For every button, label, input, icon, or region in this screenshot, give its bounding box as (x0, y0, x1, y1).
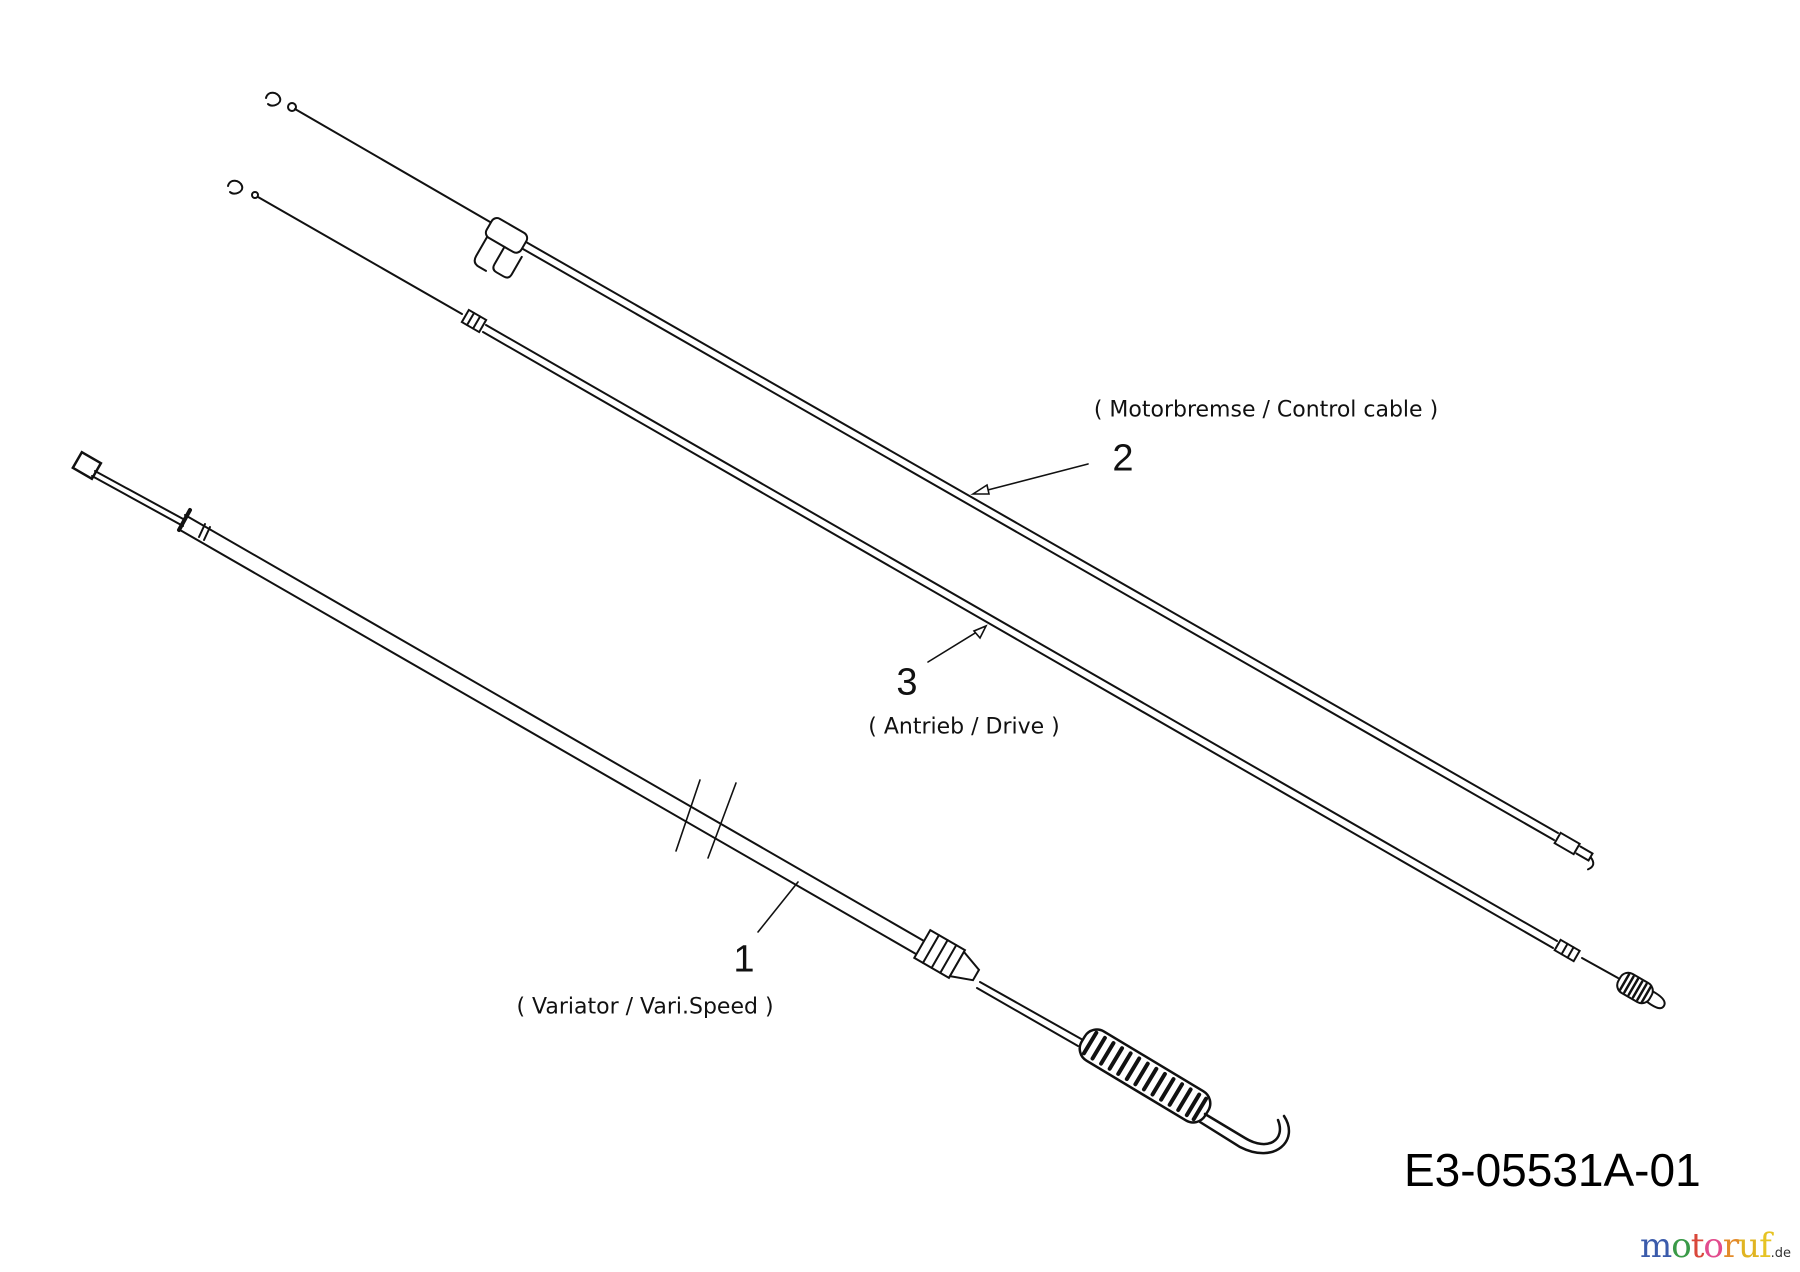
break-mark (707, 782, 737, 859)
motoruf-logo: motoruf.de (1640, 1226, 1791, 1266)
part-description-1: ( Variator / Vari.Speed ) (516, 994, 774, 1020)
part-number-3: 3 (896, 661, 918, 704)
logo-letter: t (1690, 1226, 1705, 1266)
cable-3-spring (1616, 971, 1666, 1010)
leader-1 (757, 881, 799, 933)
diagram-code: E3-05531A-01 (1404, 1144, 1701, 1196)
logo-letter: o (1703, 1226, 1724, 1266)
part-number-1: 1 (733, 938, 755, 981)
logo-letter: o (1671, 1226, 1692, 1266)
cable-2-end-hook (265, 91, 282, 107)
cable-1-connector (912, 928, 981, 982)
logo-letter: f (1759, 1226, 1772, 1266)
leader-3 (927, 629, 981, 663)
cable-1-end-knob (71, 450, 103, 481)
cable-3-end-fitting (1553, 938, 1582, 963)
leader-lines (757, 463, 1089, 933)
cable-2-clip (473, 217, 529, 279)
logo-letter: m (1640, 1226, 1672, 1266)
cable-1-hook (1198, 1112, 1291, 1155)
cable-1-variator (71, 450, 1291, 1155)
cable-3-end-hook (227, 179, 244, 195)
logo-letter: r (1722, 1226, 1739, 1266)
logo-letter: u (1738, 1226, 1760, 1266)
cable-1-ferrule (177, 508, 192, 532)
part-description-2: ( Motorbremse / Control cable ) (1093, 397, 1439, 423)
cable-3-ferrule (460, 308, 488, 334)
leader-2-arrow (970, 483, 990, 495)
cable-1-spring (1078, 1028, 1212, 1124)
cable-2-control (265, 91, 1595, 871)
cable-3-drive (227, 179, 1666, 1010)
break-mark (675, 779, 701, 852)
leader-3-arrow (972, 624, 988, 640)
logo-suffix: .de (1770, 1246, 1792, 1261)
cable-2-end-fitting (1553, 831, 1595, 871)
part-number-2: 2 (1112, 437, 1134, 480)
leader-2 (979, 463, 1089, 493)
part-description-3: ( Antrieb / Drive ) (868, 714, 1060, 740)
